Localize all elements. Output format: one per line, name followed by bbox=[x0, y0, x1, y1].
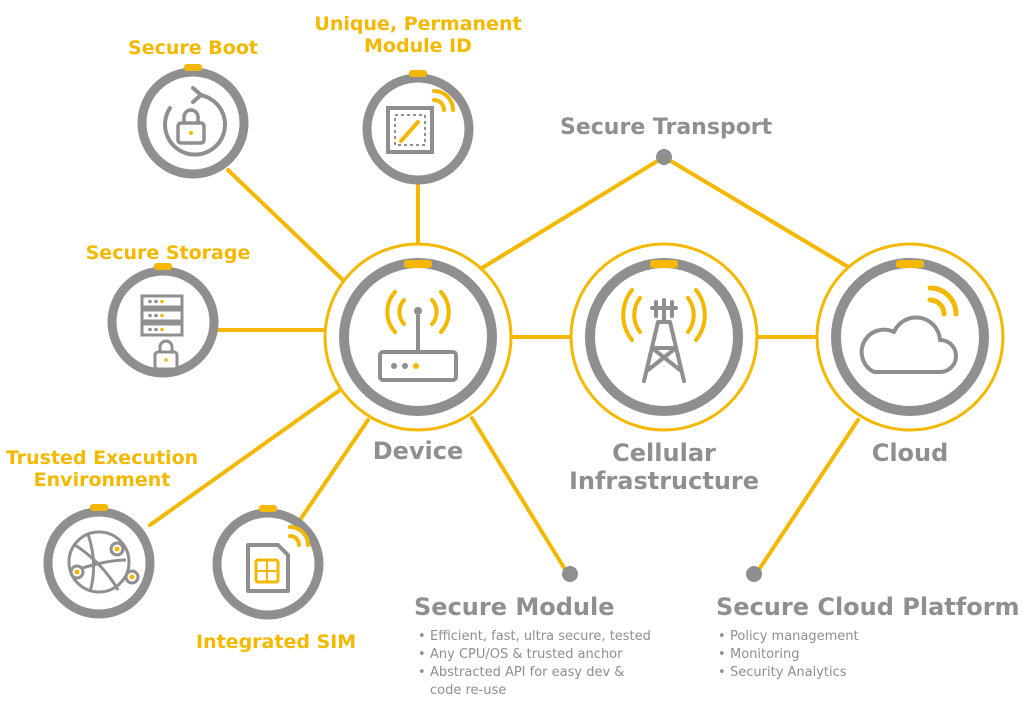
device-label: Device bbox=[372, 437, 464, 465]
tee-node bbox=[43, 504, 155, 619]
secure-cloud-title: Secure Cloud Platform bbox=[716, 593, 1020, 621]
list-item: Any CPU/OS & trusted anchor bbox=[418, 646, 651, 664]
router-icon bbox=[378, 290, 458, 382]
sim-label: Integrated SIM bbox=[196, 631, 357, 653]
refresh-lock-icon bbox=[163, 86, 227, 157]
list-item: Security Analytics bbox=[718, 664, 859, 682]
line-tee bbox=[148, 388, 342, 527]
cloud-label: Cloud bbox=[871, 439, 949, 467]
dot-secure-cloud bbox=[746, 566, 762, 582]
module-id-label: Unique, Permanent Module ID bbox=[308, 13, 528, 58]
list-item-continuation: code re-use bbox=[418, 682, 651, 700]
cellular-node bbox=[569, 242, 759, 432]
list-item: Policy management bbox=[718, 628, 859, 646]
secure-module-title: Secure Module bbox=[414, 593, 615, 621]
dot-secure-module bbox=[562, 566, 578, 582]
list-item: Abstracted API for easy dev & bbox=[418, 664, 651, 682]
line-secure-boot bbox=[226, 168, 347, 284]
secure-transport-label: Secure Transport bbox=[560, 115, 773, 140]
line-secure-cloud bbox=[756, 418, 860, 573]
secure-module-bullets: Efficient, fast, ultra secure, tested An… bbox=[418, 628, 651, 700]
chip-signal-icon bbox=[386, 89, 455, 154]
module-id-node bbox=[362, 70, 474, 185]
globe-network-icon bbox=[67, 530, 140, 594]
secure-storage-node bbox=[107, 263, 219, 378]
cellular-label-line1: Cellular bbox=[612, 439, 716, 467]
sim-card-icon bbox=[246, 525, 310, 593]
cellular-label-line2: Infrastructure bbox=[568, 466, 760, 495]
module-id-label-line2: Module ID bbox=[364, 34, 472, 57]
line-sim bbox=[298, 418, 370, 522]
secure-storage-label: Secure Storage bbox=[85, 242, 251, 264]
tee-label-line1: Trusted Execution bbox=[5, 447, 199, 469]
cloud-icon bbox=[859, 285, 959, 374]
list-item: Monitoring bbox=[718, 646, 859, 664]
connector-dots bbox=[562, 149, 762, 582]
tee-label: Trusted Execution Environment bbox=[4, 447, 200, 492]
cellular-label: Cellular Infrastructure bbox=[564, 439, 764, 495]
secure-cloud-bullets: Policy management Monitoring Security An… bbox=[718, 628, 859, 682]
tee-label-line2: Environment bbox=[33, 468, 171, 491]
secure-boot-node bbox=[137, 64, 249, 179]
cell-tower-icon bbox=[621, 288, 707, 383]
dot-secure-transport bbox=[656, 149, 672, 165]
list-item-text: code re-use bbox=[430, 683, 507, 698]
module-id-label-line1: Unique, Permanent bbox=[314, 13, 522, 35]
server-lock-icon bbox=[140, 294, 184, 371]
line-secure-module bbox=[470, 416, 568, 573]
list-item: Efficient, fast, ultra secure, tested bbox=[418, 628, 651, 646]
cloud-node bbox=[815, 242, 1005, 432]
device-node bbox=[323, 242, 513, 432]
secure-boot-label: Secure Boot bbox=[128, 37, 258, 59]
sim-node bbox=[212, 505, 324, 620]
